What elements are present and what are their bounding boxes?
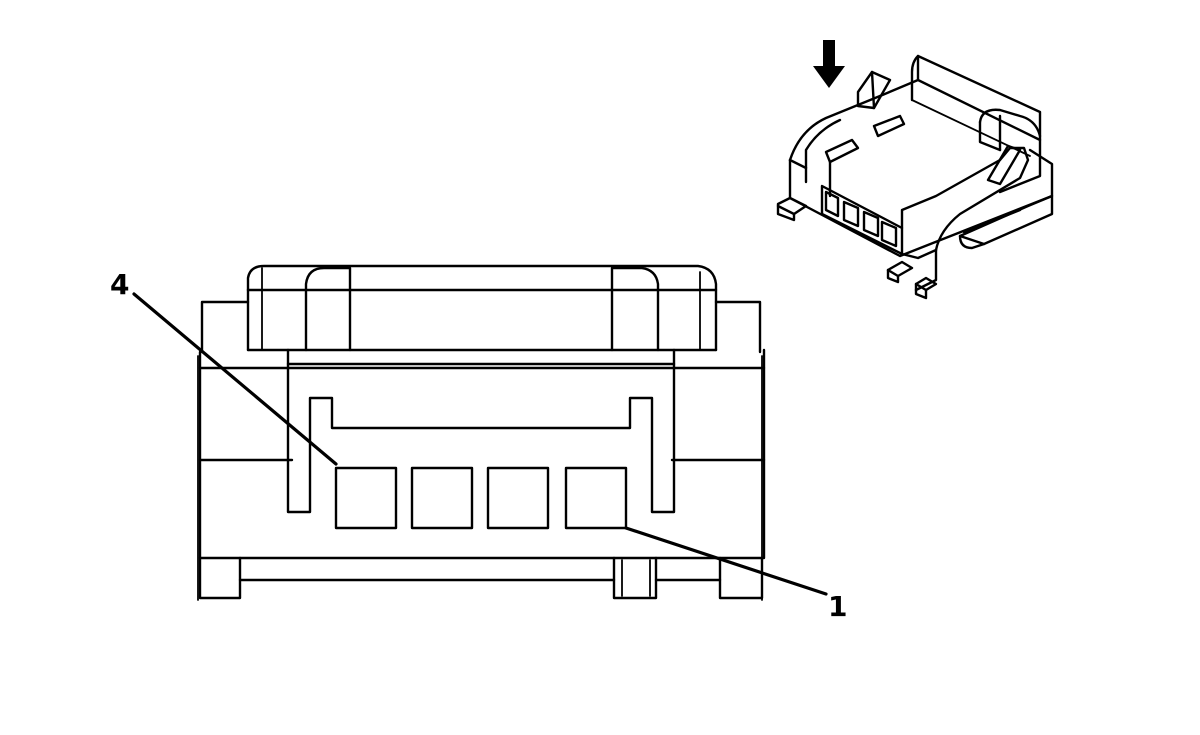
down-arrow-icon xyxy=(813,40,845,88)
pin-label-1: 1 xyxy=(828,590,847,623)
iso-pin-holes xyxy=(824,190,898,248)
pin-label-4: 4 xyxy=(110,268,129,301)
pin-cavity-2 xyxy=(486,466,550,530)
pin-cavity-1 xyxy=(564,466,628,530)
front-view: 4 1 xyxy=(110,264,847,623)
pin-cavities xyxy=(334,466,628,530)
housing-body xyxy=(197,300,766,601)
isometric-view xyxy=(776,40,1054,300)
pin-cavity-3 xyxy=(410,466,474,530)
top-latch xyxy=(246,264,718,352)
leader-line-pin-1 xyxy=(624,526,828,596)
leader-line-pin-4 xyxy=(132,292,338,466)
pin-cavity-4 xyxy=(334,466,398,530)
housing-feet xyxy=(198,556,764,600)
